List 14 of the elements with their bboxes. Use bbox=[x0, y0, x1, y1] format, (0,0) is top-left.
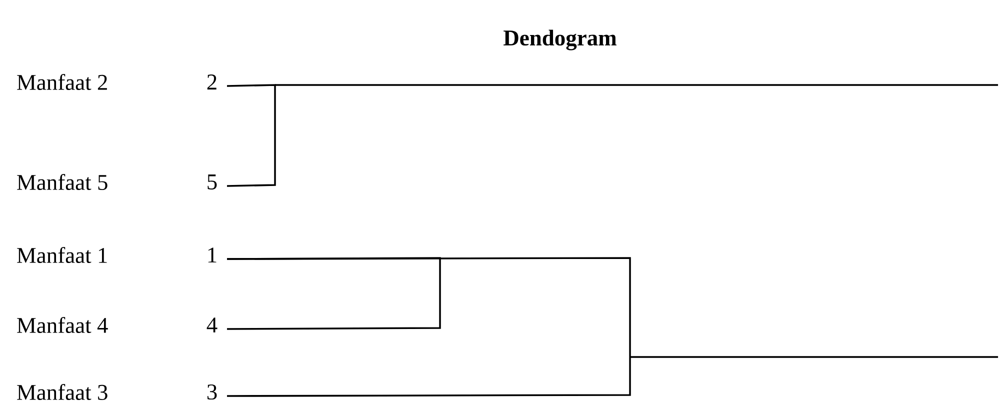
leaf-number: 3 bbox=[207, 384, 217, 400]
leaf-number: 5 bbox=[208, 174, 217, 190]
dendrogram-link bbox=[227, 257, 631, 397]
leaf-label: Manfaat 2 bbox=[17, 74, 107, 90]
leaf-label: Manfaat 5 bbox=[17, 174, 108, 190]
leaf-label: Manfaat 1 bbox=[17, 247, 107, 264]
leaf-number: 2 bbox=[207, 74, 216, 90]
title: Dendogram bbox=[504, 30, 616, 50]
leaf-number: 4 bbox=[206, 318, 218, 332]
leaf-label: Manfaat 3 bbox=[17, 384, 108, 400]
leaf-label: Manfaat 4 bbox=[17, 317, 108, 334]
leaf-number: 1 bbox=[208, 248, 216, 262]
dendrogram-link bbox=[227, 257, 441, 330]
dendrogram-link bbox=[227, 84, 276, 187]
